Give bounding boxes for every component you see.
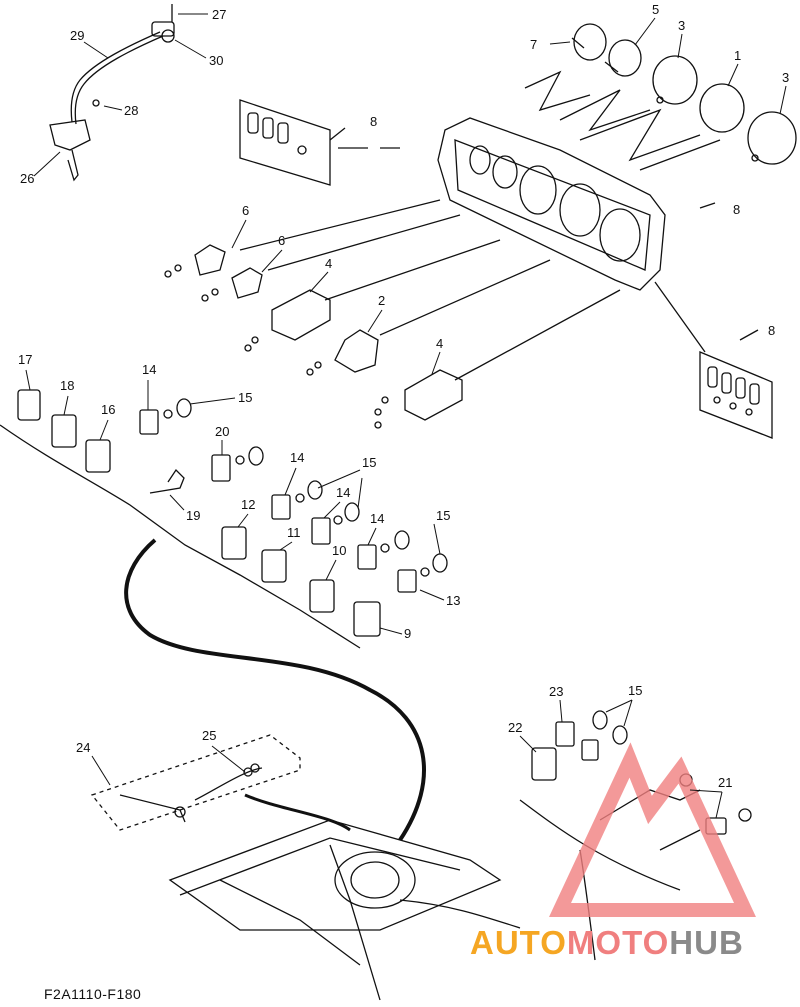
switch-14-d xyxy=(357,530,410,570)
part-label: 29 xyxy=(70,28,84,43)
switch-13 xyxy=(397,553,448,593)
part-label: 28 xyxy=(124,103,138,118)
switch-12 xyxy=(221,526,247,560)
part-label: 17 xyxy=(18,352,32,367)
part-label: 30 xyxy=(209,53,223,68)
bracket-4-left xyxy=(244,289,331,352)
gauge-1 xyxy=(699,83,745,133)
part-label: 15 xyxy=(628,683,642,698)
part-label: 8 xyxy=(733,202,740,217)
gauge-3-upper xyxy=(652,55,698,105)
connector-19 xyxy=(149,468,185,494)
part-label: 16 xyxy=(101,402,115,417)
switch-20 xyxy=(211,446,264,482)
watermark-text: AUTOMOTOHUB xyxy=(470,924,744,962)
part-label: 4 xyxy=(436,336,443,351)
switch-9 xyxy=(353,601,381,637)
dash-cover-plate-left xyxy=(239,99,400,186)
indicator-lamp-6a xyxy=(164,244,226,278)
throttle-cable-assembly xyxy=(49,4,175,182)
part-label: 13 xyxy=(446,593,460,608)
switch-14-c xyxy=(311,502,360,545)
part-label: 6 xyxy=(242,203,249,218)
part-label: 22 xyxy=(508,720,522,735)
wiring-connector-group xyxy=(90,734,301,831)
part-label: 23 xyxy=(549,684,563,699)
part-labels: 1 2 3 3 4 4 5 6 6 7 8 8 8 9 10 11 12 13 … xyxy=(18,2,789,790)
part-label: 26 xyxy=(20,171,34,186)
part-label: 19 xyxy=(186,508,200,523)
bracket-4-right xyxy=(374,369,463,429)
part-label: 6 xyxy=(278,233,285,248)
switch-14-b xyxy=(271,480,323,520)
part-label: 27 xyxy=(212,7,226,22)
dash-cover-plate-right xyxy=(654,202,773,439)
watermark-part1: AUTO xyxy=(470,924,567,961)
part-label: 3 xyxy=(782,70,789,85)
switch-14-a xyxy=(139,398,192,435)
switch-16 xyxy=(85,439,111,473)
part-label: 2 xyxy=(378,293,385,308)
part-label: 11 xyxy=(287,525,301,540)
part-label: 14 xyxy=(370,511,384,526)
watermark-logo-icon xyxy=(549,742,756,917)
watermark-part2: MOTO xyxy=(566,924,670,961)
part-label: 4 xyxy=(325,256,332,271)
switch-18 xyxy=(51,414,77,448)
gauge-2 xyxy=(306,329,379,376)
switch-23 xyxy=(555,710,628,761)
part-label: 14 xyxy=(142,362,156,377)
part-label: 1 xyxy=(734,48,741,63)
switch-10 xyxy=(309,579,335,613)
part-label: 8 xyxy=(370,114,377,129)
part-label: 18 xyxy=(60,378,74,393)
part-label: 25 xyxy=(202,728,216,743)
part-label: 15 xyxy=(362,455,376,470)
switch-17 xyxy=(17,389,41,421)
part-label: 12 xyxy=(241,497,255,512)
watermark-part3: HUB xyxy=(669,924,744,961)
gauge-5 xyxy=(604,39,642,77)
part-label: 15 xyxy=(238,390,252,405)
indicator-lamp-6b xyxy=(201,267,263,302)
part-label: 21 xyxy=(718,775,732,790)
part-label: 14 xyxy=(290,450,304,465)
switch-11 xyxy=(261,549,287,583)
part-label: 20 xyxy=(215,424,229,439)
part-label: 15 xyxy=(436,508,450,523)
part-label: 7 xyxy=(530,37,537,52)
figure-code: F2A1110-F180 xyxy=(44,986,142,1002)
part-label: 3 xyxy=(678,18,685,33)
gauge-3-lower xyxy=(747,111,797,165)
part-label: 9 xyxy=(404,626,411,641)
part-label: 24 xyxy=(76,740,90,755)
part-label: 10 xyxy=(332,543,346,558)
part-label: 14 xyxy=(336,485,350,500)
part-label: 5 xyxy=(652,2,659,17)
part-label: 8 xyxy=(768,323,775,338)
gauge-7 xyxy=(571,23,607,61)
switch-22 xyxy=(531,747,557,781)
instrument-panel-housing xyxy=(437,117,666,291)
